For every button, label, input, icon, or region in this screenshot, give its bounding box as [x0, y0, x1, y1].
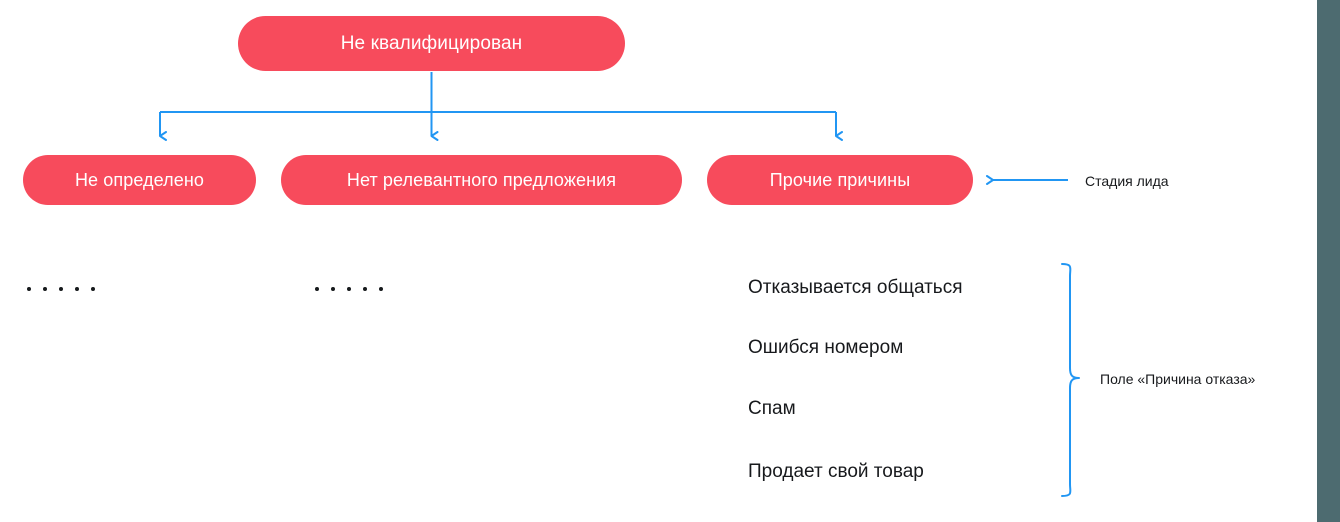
ellipsis-under-net-relevantnogo [315, 287, 383, 291]
annotation-field-label: Поле «Причина отказа» [1100, 371, 1256, 387]
ellipsis-dot [91, 287, 95, 291]
reason-item: Отказывается общаться [748, 277, 963, 298]
node-ne-kvalificirovan[interactable]: Не квалифицирован [238, 16, 625, 71]
ellipsis-under-ne-opredeleno [27, 287, 95, 291]
ellipsis-dot [363, 287, 367, 291]
node-label: Не квалифицирован [340, 33, 523, 54]
ellipsis-dot [331, 287, 335, 291]
ellipsis-dot [347, 287, 351, 291]
ellipsis-dot [59, 287, 63, 291]
node-prochie-prichiny[interactable]: Прочие причины [707, 155, 973, 205]
node-label: Не определено [74, 170, 205, 190]
annotation-stage-label: Стадия лида [1085, 173, 1169, 189]
reason-item: Продает свой товар [748, 461, 924, 482]
right-edge-strip [1317, 0, 1340, 522]
reason-item: Ошибся номером [748, 337, 904, 358]
ellipsis-dot [75, 287, 79, 291]
reason-group-brace [1061, 263, 1080, 497]
ellipsis-dot [379, 287, 383, 291]
node-net-relevantnogo-predlozheniya[interactable]: Нет релевантного предложения [281, 155, 682, 205]
ellipsis-dot [43, 287, 47, 291]
node-label: Нет релевантного предложения [346, 170, 617, 190]
node-ne-opredeleno[interactable]: Не определено [23, 155, 256, 205]
reason-item: Спам [748, 398, 796, 419]
node-label: Прочие причины [769, 170, 911, 190]
ellipsis-dot [27, 287, 31, 291]
ellipsis-dot [315, 287, 319, 291]
